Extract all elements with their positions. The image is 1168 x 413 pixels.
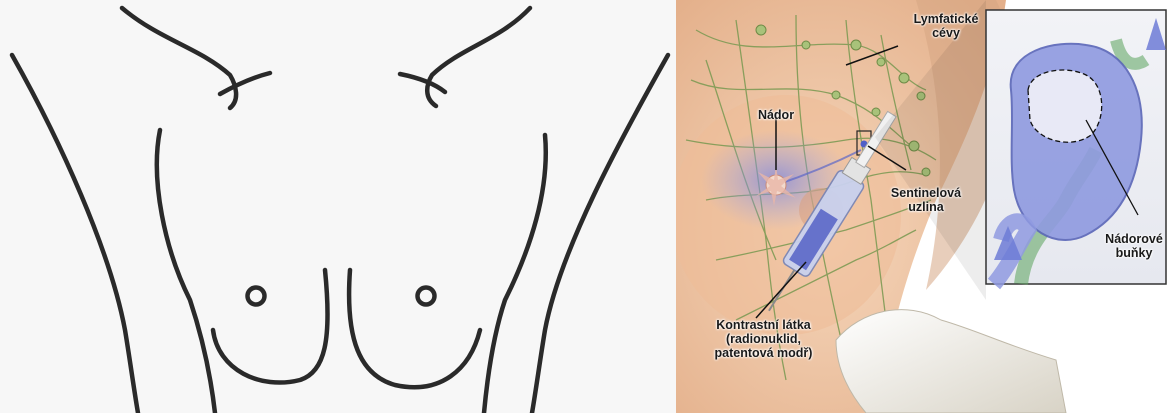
gloved-hand	[836, 310, 1066, 413]
right-collarbone-line	[400, 74, 445, 92]
left-breast-curve	[213, 270, 328, 383]
label-sentinel-node: Sentinelová uzlina	[876, 186, 976, 214]
sentinel-node-illustration: Lymfatické cévy Nádor Sentinelová uzlina…	[676, 0, 1168, 413]
label-tumor: Nádor	[746, 108, 806, 122]
left-collarbone-line	[220, 73, 270, 94]
right-breast-curve	[349, 270, 480, 387]
torso-outline-drawing	[0, 0, 676, 413]
label-lymphatic-vessels: Lymfatické cévy	[901, 12, 991, 40]
label-tumor-cells: Nádorové buňky	[1101, 232, 1167, 260]
right-arm-outline	[532, 55, 668, 413]
left-torso-side	[157, 130, 215, 413]
label-contrast-agent: Kontrastní látka (radionuklid, patentová…	[701, 318, 826, 360]
left-nipple	[248, 288, 265, 305]
right-nipple	[418, 288, 435, 305]
torso-outline-figure	[0, 0, 676, 413]
left-arm-outline	[12, 55, 138, 413]
